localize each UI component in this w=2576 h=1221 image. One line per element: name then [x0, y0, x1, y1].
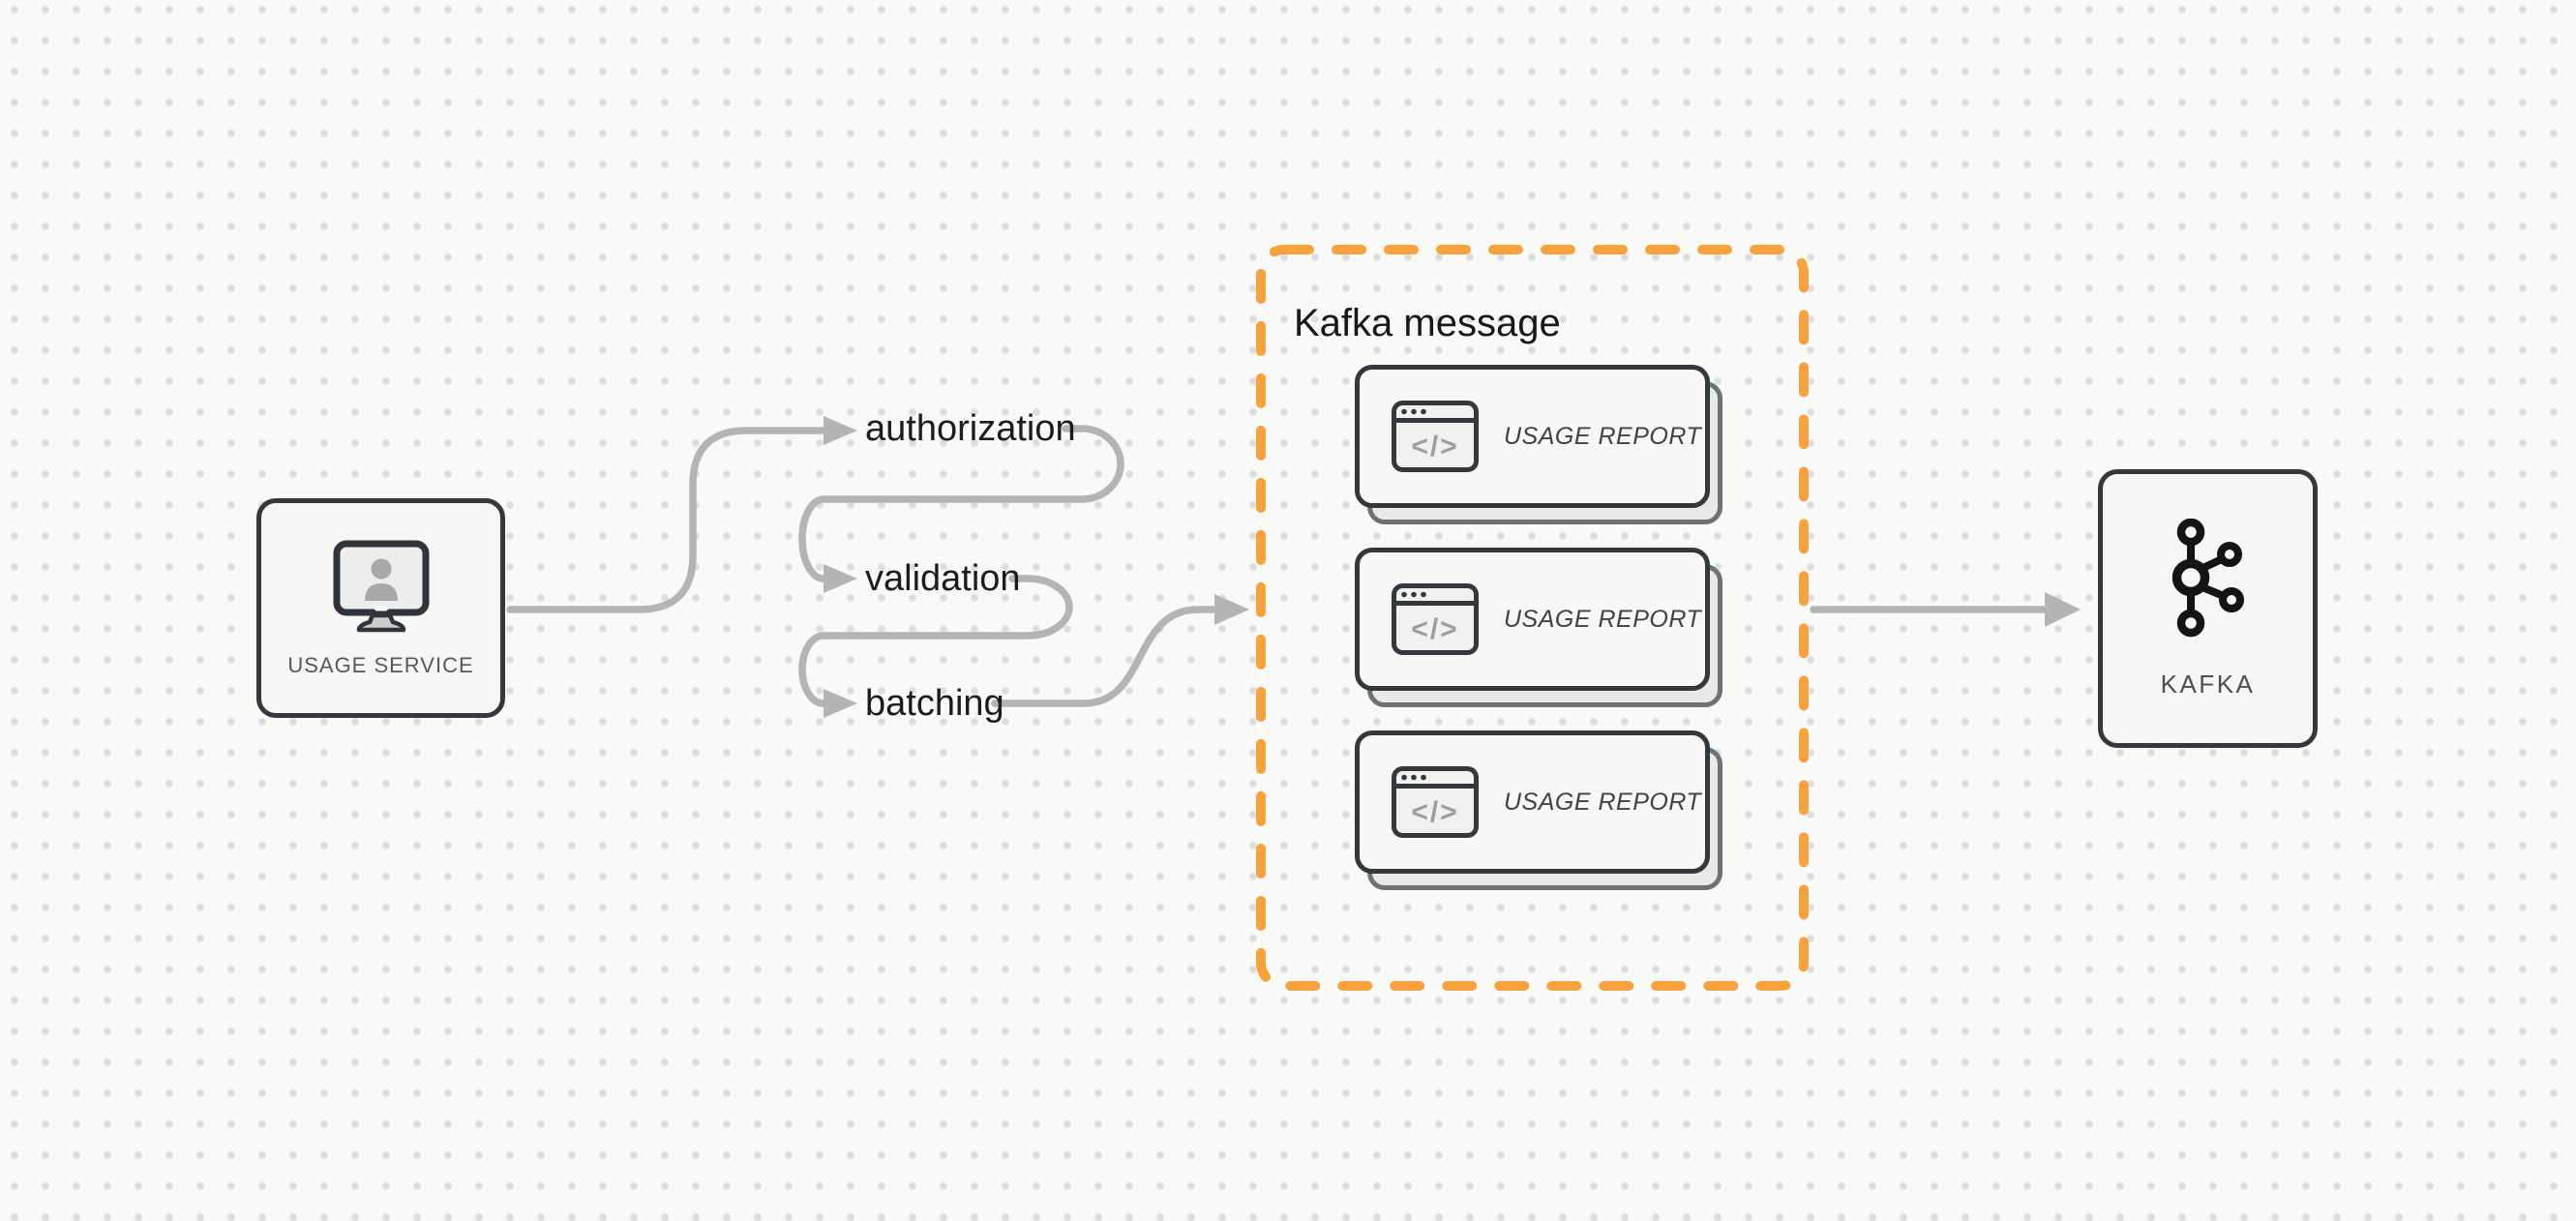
kafka-message-group-title: Kafka message — [1294, 302, 1561, 344]
code-glyph: </> — [1411, 796, 1458, 828]
arrowhead-kafka-message — [1214, 594, 1249, 625]
connector-batching-to-kafka-message — [991, 606, 1217, 707]
code-glyph: </> — [1411, 613, 1458, 645]
usage-report-label: USAGE REPORT — [1504, 605, 1702, 633]
monitor-stand — [356, 612, 405, 632]
usage-report-card-face: </> USAGE REPORT — [1355, 730, 1710, 874]
arrowhead-batching — [824, 689, 857, 718]
arrowhead-validation — [824, 564, 857, 593]
browser-window-code-icon: </> — [1392, 766, 1479, 838]
browser-window-code-icon: </> — [1392, 401, 1479, 472]
usage-report-card: </> USAGE REPORT — [1355, 365, 1722, 524]
usage-report-card-face: </> USAGE REPORT — [1355, 365, 1710, 508]
connector-validation-to-batching — [798, 575, 1073, 707]
code-glyph: </> — [1411, 431, 1458, 462]
usage-report-card-face: </> USAGE REPORT — [1355, 548, 1710, 691]
connector-authorization-to-validation — [798, 425, 1124, 582]
usage-report-card: </> USAGE REPORT — [1355, 730, 1722, 890]
user-silhouette-head — [371, 558, 391, 579]
user-silhouette-shoulders — [364, 582, 398, 601]
kafka-logo-icon — [2172, 518, 2244, 637]
step-label-batching: batching — [865, 683, 1004, 724]
kafka-label: KAFKA — [2160, 669, 2256, 699]
usage-service-label: USAGE SERVICE — [287, 652, 474, 677]
monitor-user-icon — [333, 540, 429, 632]
step-label-authorization: authorization — [865, 408, 1076, 449]
arrowhead-authorization — [824, 416, 857, 445]
kafka-node: KAFKA — [2098, 469, 2318, 748]
usage-report-label: USAGE REPORT — [1504, 422, 1702, 450]
connector-usage-service-to-authorization — [506, 427, 826, 613]
step-label-validation: validation — [865, 558, 1021, 599]
browser-window-code-icon: </> — [1392, 583, 1479, 655]
usage-service-node: USAGE SERVICE — [256, 498, 505, 718]
usage-report-card: </> USAGE REPORT — [1355, 548, 1722, 707]
arrowhead-kafka — [2045, 592, 2081, 627]
usage-report-label: USAGE REPORT — [1504, 788, 1702, 816]
